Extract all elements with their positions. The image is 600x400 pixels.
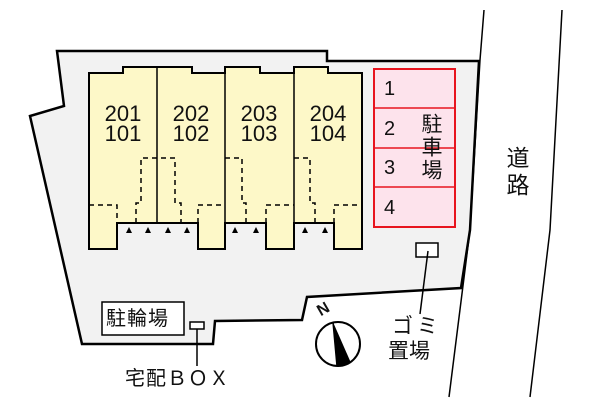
bicycle-parking-box: [101, 301, 185, 336]
unit-number-lower: 101: [104, 121, 142, 146]
parking-area: [373, 68, 456, 228]
entrance-arrow-icon: [145, 227, 151, 233]
interior-dashed-lines: [89, 157, 362, 223]
delivery-box-label: 宅配ＢＯＸ: [125, 366, 230, 390]
entrance-arrow-icon: [232, 227, 238, 233]
unit-number-upper: 202: [172, 101, 210, 126]
unit-label-4: 204 104: [296, 101, 360, 146]
compass-icon: [315, 321, 361, 367]
unit-number-upper: 201: [104, 101, 142, 126]
bicycle-parking-label: 駐輪場: [106, 306, 169, 330]
unit-number-lower: 103: [240, 121, 278, 146]
unit-number-lower: 104: [309, 121, 347, 146]
parking-space-1: 1: [384, 78, 396, 100]
parking-label: 駐車場: [419, 113, 443, 182]
parking-space-4: 4: [384, 197, 396, 219]
garbage-label-line2: 置場: [388, 339, 430, 363]
unit-label-2: 202 102: [159, 101, 223, 146]
unit-number-upper: 204: [309, 101, 347, 126]
road-label: 道路: [502, 146, 528, 200]
unit-label-1: 201 101: [91, 101, 155, 146]
road-edge-right: [529, 9, 563, 398]
unit-number-upper: 203: [240, 101, 278, 126]
entrance-arrow-icon: [184, 227, 190, 233]
entrance-arrow-icon: [302, 227, 308, 233]
entrance-arrow-icon: [165, 227, 171, 233]
garbage-leader-line: [419, 250, 429, 315]
entrance-arrow-icon: [322, 227, 328, 233]
unit-number-lower: 102: [172, 121, 210, 146]
entrance-arrow-icon: [253, 227, 259, 233]
unit-label-3: 203 103: [227, 101, 291, 146]
entrance-markers: [126, 227, 328, 233]
delivery-box-marker: [189, 321, 205, 330]
parking-space-3: 3: [384, 157, 396, 179]
garbage-label-line1: ゴミ: [392, 314, 442, 338]
parking-space-2: 2: [384, 118, 396, 140]
entrance-arrow-icon: [126, 227, 132, 233]
